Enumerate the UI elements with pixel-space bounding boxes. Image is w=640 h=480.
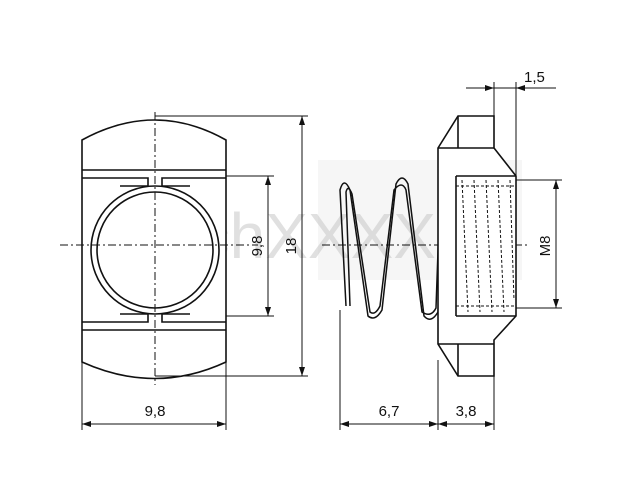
arrow (553, 299, 559, 308)
dim-label-nut-depth: 3,8 (456, 403, 477, 420)
dim-label-nut-width: 9,8 (145, 403, 166, 420)
arrow (516, 85, 525, 91)
center-lines (60, 112, 530, 385)
dim-label-spring-length: 6,7 (379, 403, 400, 420)
arrow (299, 116, 305, 125)
arrow (340, 421, 349, 427)
arrow (265, 307, 271, 316)
thread-hidden-lines (456, 179, 515, 313)
spring-coil-inner (345, 184, 441, 315)
arrow (265, 176, 271, 185)
dim-label-bore-width: 9,8 (249, 236, 266, 257)
arrow (429, 421, 438, 427)
arrow (485, 85, 494, 91)
arrow (485, 421, 494, 427)
bore-outer (90, 185, 220, 315)
arrow (299, 367, 305, 376)
arrowheads (82, 85, 559, 427)
dim-label-nut-height: 18 (283, 238, 300, 255)
slot-left (82, 177, 149, 323)
dimension-lines (81, 82, 562, 430)
slot-right (161, 177, 226, 323)
arrow (82, 421, 91, 427)
dim-label-thread: M8 (537, 236, 554, 257)
dim-label-top-thickness: 1,5 (524, 69, 545, 86)
arrow (217, 421, 226, 427)
nut-front-view (81, 119, 227, 380)
arrow (438, 421, 447, 427)
arrow (553, 180, 559, 189)
dimension-labels: 1,5 9,8 18 M8 9,8 6,7 3,8 (145, 69, 554, 420)
thread-crests (461, 179, 515, 313)
spring (339, 177, 445, 320)
spring-coil-outer (339, 177, 445, 320)
